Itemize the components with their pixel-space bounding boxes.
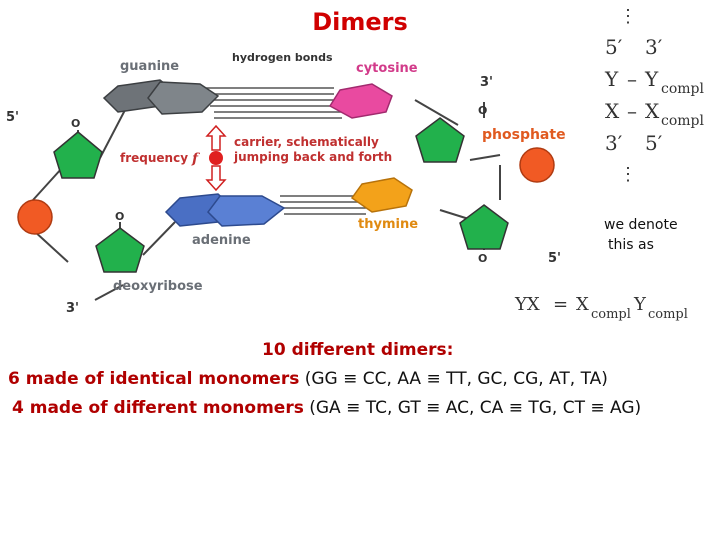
hydrogen-bonds xyxy=(206,87,366,215)
guanine-label: guanine xyxy=(120,59,179,74)
hydrogen-bonds-label: hydrogen bonds xyxy=(232,51,333,64)
phosphate-circle-left xyxy=(17,199,53,235)
summary-heading: 10 different dimers: xyxy=(262,340,454,360)
sequence-row3-xcompl: X xyxy=(645,99,660,123)
summary-different-bold: 4 made of different monomers xyxy=(12,398,304,418)
formula-lhs: YX xyxy=(514,294,540,315)
sequence-row4-left: 3′ xyxy=(605,131,623,155)
summary-identical-bold: 6 made of identical monomers xyxy=(8,369,300,389)
sequence-dots-bottom: ⋮ xyxy=(619,164,637,185)
summary-identical-rest: (GG ≡ CC, AA ≡ TT, GC, CG, AT, TA) xyxy=(299,369,608,389)
slide-title: Dimers xyxy=(312,8,408,36)
three-prime-bottom-label: 3' xyxy=(66,301,79,316)
sequence-notation: ⋮ 5′ 3′ Y – Y compl X – X compl 3′ 5′ ⋮ xyxy=(604,6,705,185)
carrier-label-line1: carrier, schematically xyxy=(234,135,379,149)
phosphate-circle-right xyxy=(519,147,555,183)
frequency-label: frequency xyxy=(120,151,188,165)
sequence-row2-sub: compl xyxy=(661,81,705,97)
carrier-dot xyxy=(209,151,223,165)
sequence-dots-top: ⋮ xyxy=(619,6,637,27)
formula-equals: = xyxy=(553,294,568,315)
sequence-row2-ycompl: Y xyxy=(644,67,659,91)
oxygen-label-top-right: O xyxy=(478,104,487,117)
backbone-lines xyxy=(32,99,501,301)
adenine-molecule xyxy=(164,193,286,227)
formula-y: Y xyxy=(633,294,647,315)
deoxyribose-label: deoxyribose xyxy=(113,279,203,294)
five-prime-left-label: 5' xyxy=(6,110,19,125)
frequency-symbol: f xyxy=(191,151,201,167)
cytosine-molecule xyxy=(328,83,393,119)
sequence-row2-y: Y xyxy=(604,67,619,91)
summary-line-different: 4 made of different monomers (GA ≡ TC, G… xyxy=(12,398,641,418)
sequence-row3-sub: compl xyxy=(661,113,705,129)
phosphate-label: phosphate xyxy=(482,127,566,143)
sequence-row3-minus: – xyxy=(627,99,637,123)
summary-line-identical: 6 made of identical monomers (GG ≡ CC, A… xyxy=(8,369,608,389)
oxygen-label-bottom-right: O xyxy=(478,252,487,265)
summary-different-rest: (GA ≡ TC, GT ≡ AC, CA ≡ TG, CT ≡ AG) xyxy=(303,398,642,418)
adenine-label: adenine xyxy=(192,233,251,248)
dimer-formula: YX = X compl Y compl xyxy=(514,294,688,322)
carrier-label-line2: jumping back and forth xyxy=(233,150,392,164)
formula-x-sub: compl xyxy=(591,307,631,322)
thymine-molecule xyxy=(350,177,413,213)
cytosine-label: cytosine xyxy=(356,61,418,76)
deoxyribose-pentagons xyxy=(53,117,509,273)
oxygen-label-top-left: O xyxy=(71,117,80,130)
sequence-row2-minus: – xyxy=(627,67,637,91)
thymine-label: thymine xyxy=(358,217,418,232)
sequence-row1-right: 3′ xyxy=(645,35,663,59)
denote-note: we denote this as xyxy=(604,215,678,255)
formula-y-sub: compl xyxy=(648,307,688,322)
five-prime-right-label: 5' xyxy=(548,251,561,266)
denote-line1: we denote xyxy=(604,217,678,233)
formula-x: X xyxy=(576,294,589,315)
sequence-row3-x: X xyxy=(605,99,620,123)
oxygen-label-mid-left: O xyxy=(115,210,124,223)
denote-line2: this as xyxy=(608,237,654,253)
sequence-row4-right: 5′ xyxy=(645,131,663,155)
guanine-molecule xyxy=(102,79,220,115)
sequence-row1-left: 5′ xyxy=(605,35,623,59)
three-prime-top-label: 3' xyxy=(480,75,493,90)
arrow-up-icon xyxy=(205,124,227,151)
arrow-down-icon xyxy=(205,165,227,192)
